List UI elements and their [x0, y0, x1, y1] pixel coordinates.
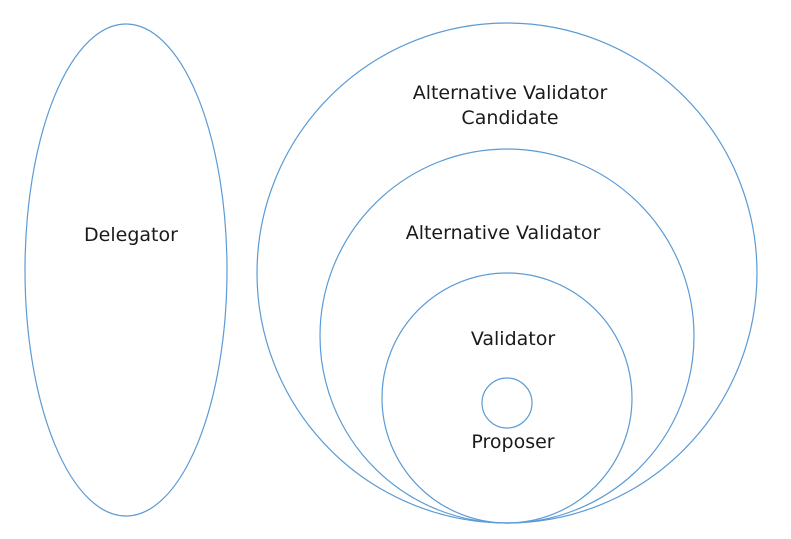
alternative-validator-label: Alternative Validator: [406, 222, 601, 244]
proposer-label: Proposer: [471, 431, 554, 453]
validator-circle: [381, 272, 633, 524]
delegator-label: Delegator: [84, 224, 178, 246]
validator-label: Validator: [471, 328, 556, 350]
proposer-circle: [481, 377, 533, 429]
alternative-validator-candidate-label-line2: Candidate: [461, 107, 558, 129]
delegator-ellipse: [24, 23, 228, 517]
alternative-validator-candidate-label-line1: Alternative Validator: [413, 82, 608, 104]
